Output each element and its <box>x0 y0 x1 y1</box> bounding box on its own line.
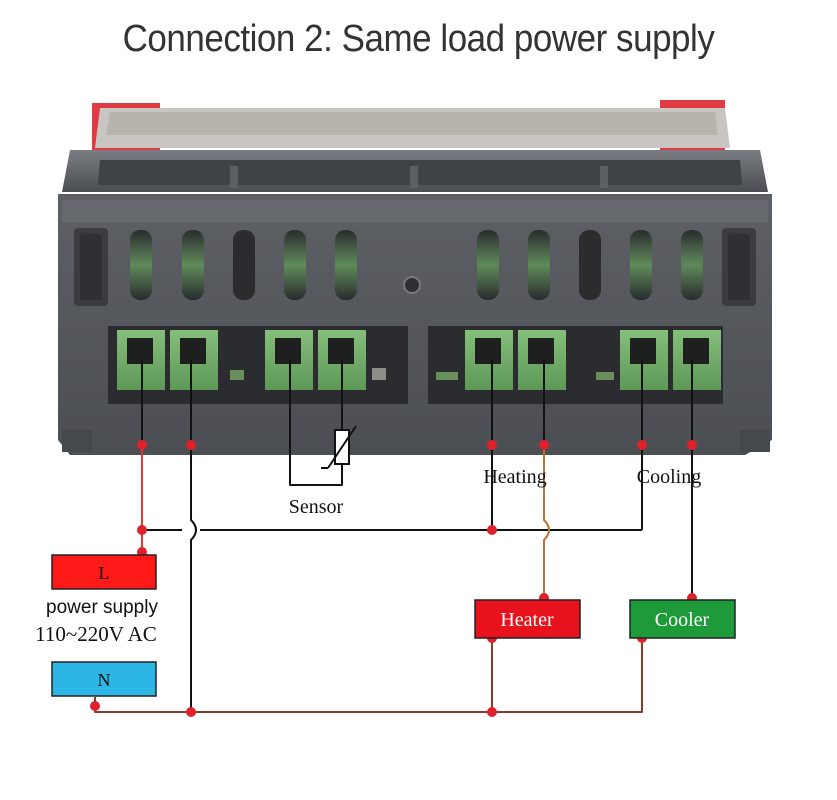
heater-label: Heater <box>500 609 554 631</box>
live-box: L <box>51 554 157 590</box>
neutral-box: N <box>51 661 157 697</box>
diagram-title: Connection 2: Same load power supply <box>122 18 715 60</box>
voltage-label: 110~220V AC <box>35 622 157 646</box>
controller-housing <box>58 100 772 455</box>
thermistor-sensor-symbol <box>321 425 357 469</box>
vent-slots <box>130 230 703 300</box>
sensor-label: Sensor <box>289 496 344 518</box>
live-label: L <box>99 563 110 583</box>
cooler-box: Cooler <box>629 599 736 639</box>
cooling-label: Cooling <box>637 466 701 488</box>
power-supply-label: power supply <box>46 597 158 618</box>
neutral-label: N <box>98 670 111 690</box>
heating-label: Heating <box>483 466 546 488</box>
terminal-blocks <box>117 330 721 390</box>
junction-dots <box>90 440 697 717</box>
heater-box: Heater <box>474 599 581 639</box>
screw <box>403 276 421 294</box>
cooler-label: Cooler <box>655 609 710 631</box>
